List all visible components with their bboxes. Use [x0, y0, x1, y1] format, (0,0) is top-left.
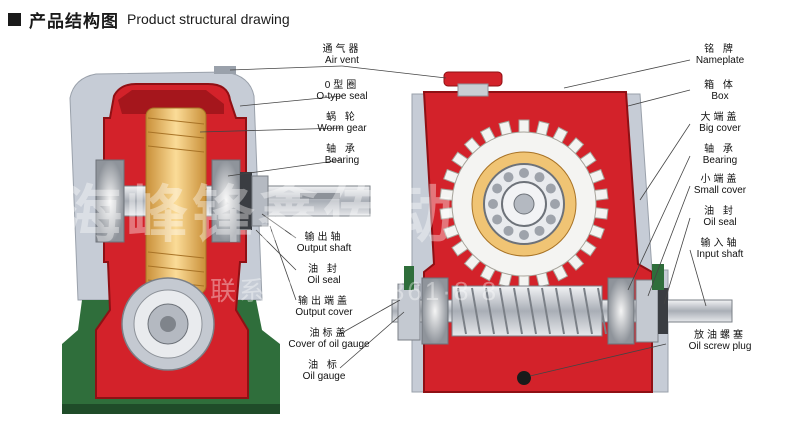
- watermark-phone: 联系电话：13861·8 8: [210, 276, 499, 306]
- right-bearing-right: [607, 277, 635, 345]
- right-oil-seal: [658, 288, 668, 334]
- bearing-ball: [492, 183, 503, 194]
- left-air-vent: [214, 66, 236, 74]
- bearing-ball: [550, 199, 560, 209]
- right-bearing-left: [421, 277, 449, 345]
- bearing-ball: [545, 214, 556, 225]
- bearing-ball: [519, 230, 529, 240]
- leader-lines: [199, 59, 707, 377]
- left-oil-gauge-center: [160, 316, 176, 332]
- worm-thread: [513, 287, 523, 335]
- bearing-ball: [492, 214, 503, 225]
- worm-thread: [569, 287, 579, 335]
- worm-threads: [457, 287, 607, 335]
- header-square-icon: [8, 12, 21, 26]
- worm-thread: [541, 287, 551, 335]
- left-bearing-1: [95, 159, 125, 243]
- left-output-cover: [251, 175, 269, 227]
- title-english: Product structural drawing: [127, 11, 290, 27]
- right-foot-right: [652, 264, 664, 290]
- page-header: 产品结构图 Product structural drawing: [8, 4, 290, 34]
- left-view: [62, 66, 371, 414]
- worm-thread: [597, 287, 607, 335]
- watermark-brand: 海峰锋鑫传动: [60, 181, 456, 250]
- worm-thread: [583, 287, 593, 335]
- bearing-ball: [534, 225, 545, 236]
- left-oil-seal: [240, 172, 252, 230]
- bearing-ball: [503, 225, 514, 236]
- right-oil-screw-plug: [517, 371, 531, 385]
- left-bearing-2: [211, 159, 241, 243]
- worm-thread: [471, 287, 481, 335]
- right-bearing-balls: [488, 168, 560, 240]
- bearing-ball: [534, 172, 545, 183]
- right-air-vent-neck: [457, 83, 489, 97]
- right-output-shaft-end: [513, 193, 535, 215]
- left-base-shadow: [62, 404, 280, 414]
- worm-thread: [527, 287, 537, 335]
- right-view: [391, 71, 733, 393]
- worm-thread: [457, 287, 467, 335]
- right-foot-left: [404, 266, 414, 290]
- bearing-ball: [519, 168, 529, 178]
- bearing-ball: [545, 183, 556, 194]
- worm-thread: [555, 287, 565, 335]
- output-shaft-key: [300, 193, 340, 199]
- worm-thread: [499, 287, 509, 335]
- bearing-ball: [503, 172, 514, 183]
- title-chinese: 产品结构图: [29, 11, 119, 31]
- bearing-ball: [488, 199, 498, 209]
- worm-thread: [485, 287, 495, 335]
